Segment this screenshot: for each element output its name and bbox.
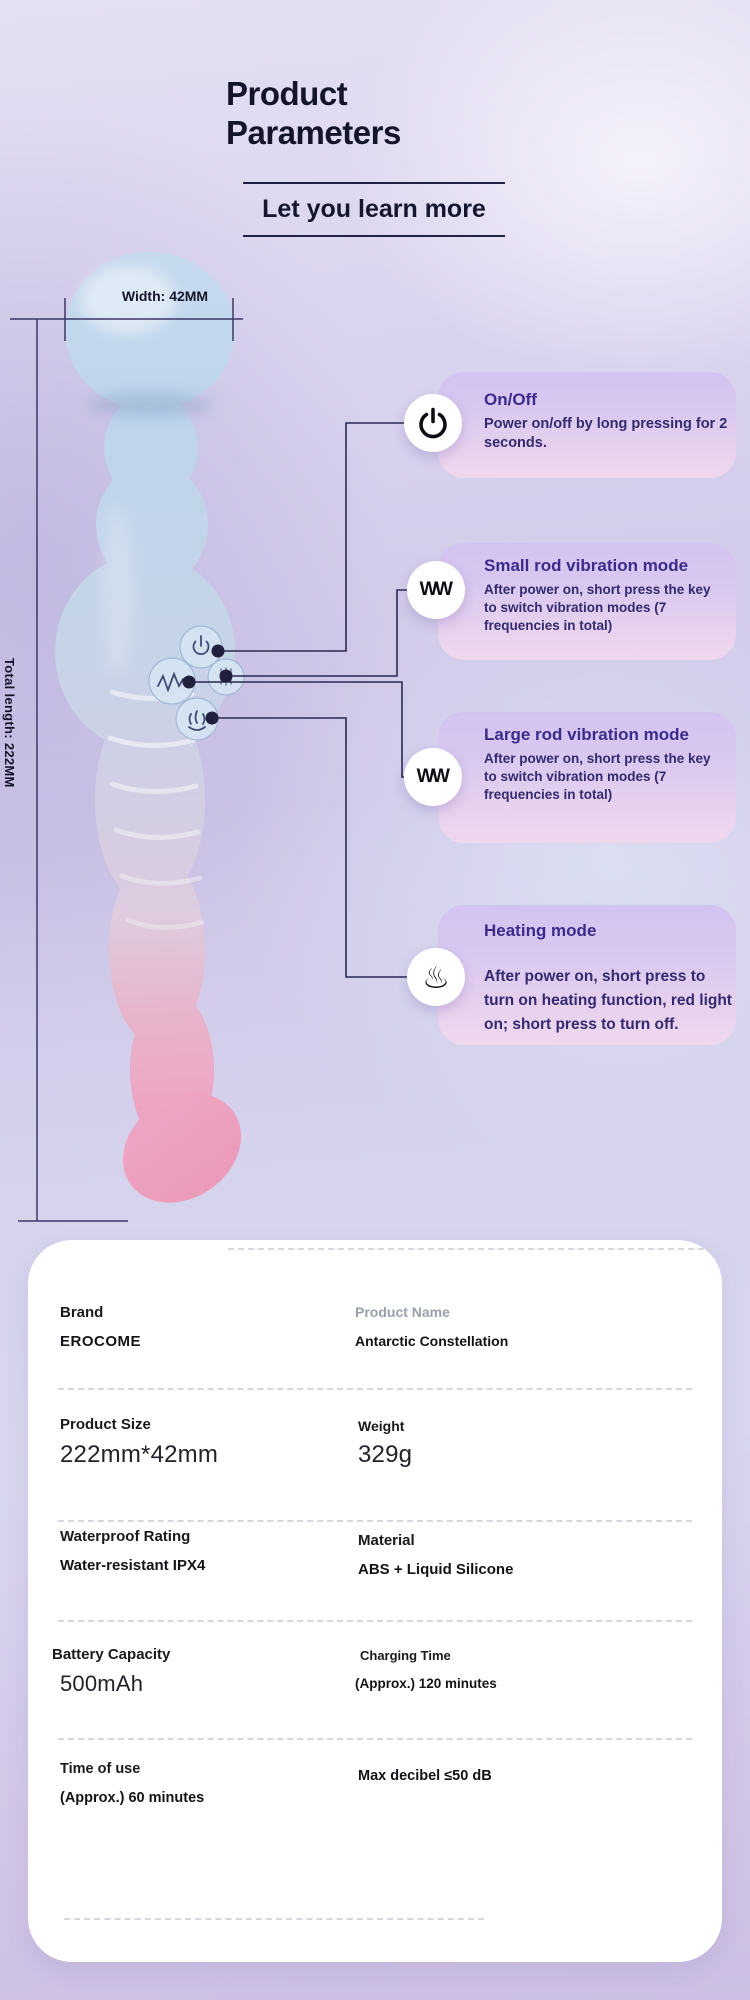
- body-ribs: [107, 689, 205, 931]
- callout-heating: Heating mode After power on, short press…: [438, 905, 736, 1045]
- spec-label-battery: Battery Capacity: [52, 1646, 171, 1663]
- spec-value-waterproof: Water-resistant IPX4: [60, 1557, 206, 1574]
- divider: [58, 1388, 692, 1390]
- callout-small-rod: Small rod vibration mode After power on,…: [438, 543, 736, 660]
- spec-label-brand: Brand: [60, 1304, 104, 1321]
- spec-label-weight: Weight: [358, 1418, 405, 1434]
- length-dimension-label: Total length: 222MM: [2, 658, 17, 788]
- spec-value-product-size: 222mm*42mm: [60, 1441, 219, 1468]
- spec-value-battery: 500mAh: [60, 1671, 144, 1696]
- callout-on-off: On/Off Power on/off by long pressing for…: [438, 372, 736, 478]
- divider: [58, 1738, 692, 1740]
- callout-small-rod-title: Small rod vibration mode: [484, 556, 689, 575]
- dimension-lines: [10, 298, 243, 1222]
- page-title-line1: Product: [226, 75, 348, 112]
- spec-label-charging-time: Charging Time: [360, 1648, 451, 1663]
- callout-heating-body: After power on, short press to turn on h…: [484, 968, 732, 1033]
- wave-icon: WW: [419, 579, 453, 600]
- divider: [58, 1520, 692, 1522]
- spec-value-charging-time: (Approx.) 120 minutes: [355, 1676, 497, 1691]
- callout-on-off-title: On/Off: [484, 390, 537, 409]
- spec-label-product-size: Product Size: [60, 1416, 151, 1433]
- callout-large-rod-title: Large rod vibration mode: [484, 725, 689, 744]
- product-figure: [10, 252, 408, 1222]
- device-illustration: [55, 252, 245, 1203]
- divider: [58, 1620, 692, 1622]
- heat-icon: ♨: [422, 959, 450, 995]
- spec-label-product-name: Product Name: [355, 1304, 450, 1320]
- callout-heating-circle: ♨: [407, 948, 465, 1006]
- width-dimension-label: Width: 42MM: [121, 288, 209, 304]
- callout-large-rod: Large rod vibration mode After power on,…: [438, 712, 736, 843]
- spec-value-brand: EROCOME: [60, 1333, 142, 1350]
- device-heating-button: [188, 710, 206, 731]
- callout-heating-title: Heating mode: [484, 921, 597, 940]
- callout-large-rod-circle: WW: [404, 748, 462, 806]
- connector-dots: [182, 644, 233, 725]
- power-icon: [419, 407, 447, 439]
- spec-value-time-of-use: (Approx.) 60 minutes: [60, 1790, 205, 1806]
- page-title-line2: Parameters: [226, 114, 401, 151]
- page-title: Product Parameters: [226, 74, 401, 152]
- callout-on-off-circle: [404, 394, 462, 452]
- callout-small-rod-circle: WW: [407, 561, 465, 619]
- spec-value-material: ABS + Liquid Silicone: [358, 1561, 514, 1578]
- spec-label-time-of-use: Time of use: [60, 1761, 141, 1777]
- subtitle-box: Let you learn more: [243, 182, 505, 237]
- neck-crease: [88, 393, 212, 417]
- callout-small-rod-body: After power on, short press the key to s…: [484, 582, 711, 633]
- callout-large-rod-body: After power on, short press the key to s…: [484, 751, 711, 802]
- connector-lines: [189, 422, 408, 978]
- callout-on-off-body: Power on/off by long pressing for 2 seco…: [484, 416, 728, 451]
- wave-icon: WW: [416, 766, 450, 787]
- device-power-button: [192, 635, 210, 655]
- spec-label-waterproof: Waterproof Rating: [60, 1528, 191, 1545]
- divider: [228, 1248, 714, 1250]
- device-small-rod-button: [157, 671, 184, 693]
- spec-value-max-decibel: Max decibel ≤50 dB: [358, 1768, 492, 1784]
- head-highlight: [80, 266, 176, 334]
- subtitle-text: Let you learn more: [262, 195, 486, 223]
- spec-label-material: Material: [358, 1532, 415, 1549]
- divider: [64, 1918, 484, 1920]
- spec-value-product-name: Antarctic Constellation: [355, 1333, 509, 1349]
- spec-card: Brand EROCOME Product Name Antarctic Con…: [28, 1240, 722, 1962]
- spec-value-weight: 329g: [358, 1441, 413, 1468]
